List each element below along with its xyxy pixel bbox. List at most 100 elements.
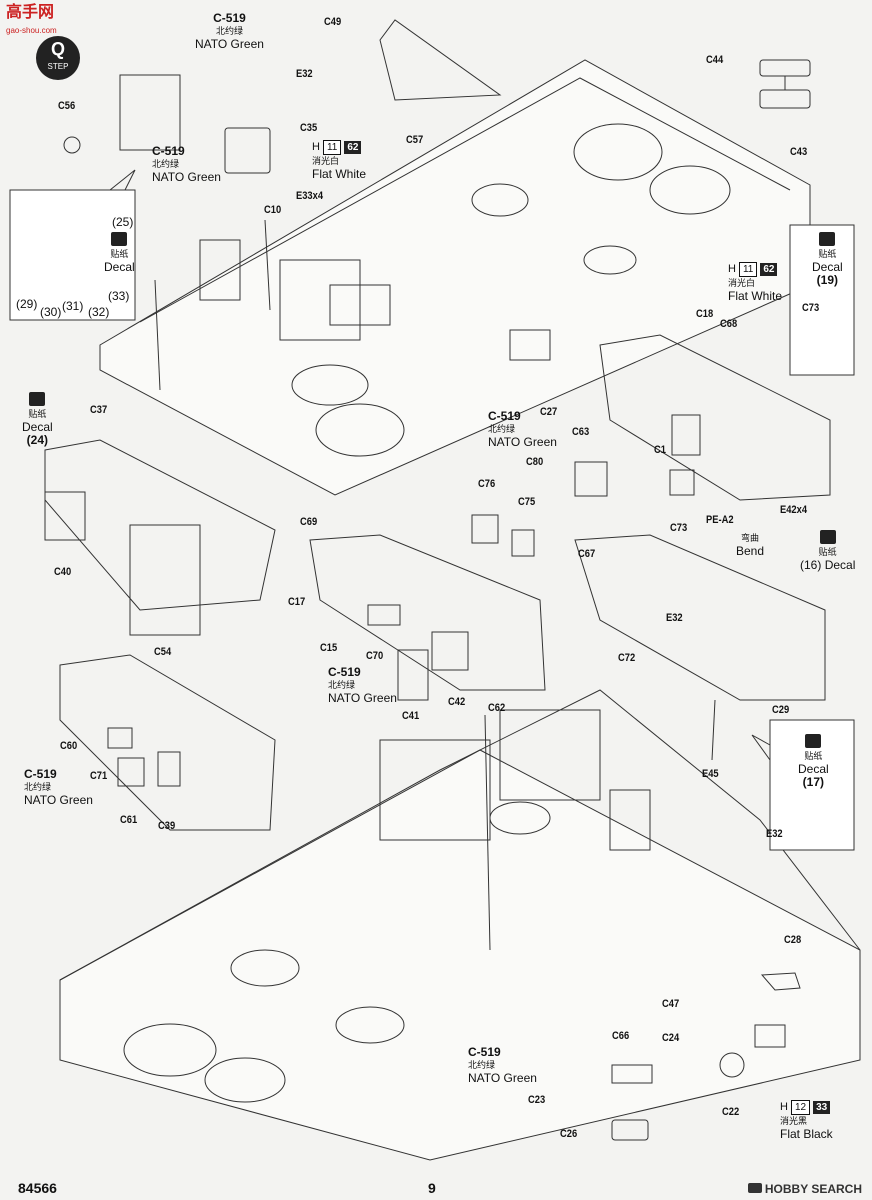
decal-number: (25) [112, 215, 134, 229]
decal-callout-19: 贴纸 Decal (19) [812, 232, 843, 287]
part-label: C44 [706, 54, 724, 66]
part-label: C29 [772, 704, 790, 716]
decal-number: (24) [26, 433, 49, 447]
part-label: C60 [60, 740, 78, 752]
decal-number: (33) [108, 289, 130, 303]
part-label: E32 [766, 828, 783, 840]
paint-prefix: H [780, 1101, 788, 1113]
part-label: C24 [662, 1032, 680, 1044]
color-code: C-519 [24, 767, 57, 781]
decal-cn: 贴纸 [804, 751, 823, 761]
paint-number: 11 [738, 262, 758, 277]
decal-number: (30) [40, 305, 62, 319]
paint-name-cn: 消光黑 [780, 1116, 808, 1126]
part-label: C66 [612, 1030, 630, 1042]
color-name-cn: 北约绿 [468, 1060, 496, 1070]
part-label: C76 [478, 478, 496, 490]
paint-number-alt: 62 [760, 263, 778, 276]
part-label: C17 [288, 596, 306, 608]
part-label: C39 [158, 820, 176, 832]
decal-number: (17) [802, 775, 825, 789]
part-label: C80 [526, 456, 544, 468]
paint-name-en: Flat White [312, 167, 367, 181]
bend-callout: 弯曲 Bend [736, 532, 764, 558]
part-label: C18 [696, 308, 714, 320]
decal-en: Decal [812, 260, 843, 274]
part-label: C69 [300, 516, 318, 528]
color-code: C-519 [468, 1045, 501, 1059]
step-word: STEP [47, 62, 69, 71]
color-name-cn: 北约绿 [488, 424, 516, 434]
decal-cn: 贴纸 [818, 547, 837, 557]
decal-icon [111, 232, 128, 246]
paint-prefix: H [728, 263, 736, 275]
part-label: PE-A2 [706, 514, 734, 526]
decal-cn: 贴纸 [28, 409, 47, 419]
color-name-en: NATO Green [195, 37, 264, 51]
part-label: C57 [406, 134, 424, 146]
part-label: C73 [670, 522, 688, 534]
part-label: C27 [540, 406, 558, 418]
part-label: C43 [790, 146, 808, 158]
part-label: E42x4 [780, 504, 808, 516]
part-label: C70 [366, 650, 384, 662]
color-name-en: NATO Green [328, 691, 397, 705]
paint-name-en: Flat White [728, 289, 783, 303]
page-number: 9 [428, 1180, 436, 1196]
color-name-en: NATO Green [152, 170, 221, 184]
decal-callout-16: 贴纸 (16) Decal [800, 530, 855, 572]
part-label: C41 [402, 710, 420, 722]
decal-en: Decal [798, 762, 829, 776]
paint-number-alt: 62 [344, 141, 362, 154]
part-label: C40 [54, 566, 72, 578]
color-name-cn: 北约绿 [24, 782, 52, 792]
decal-cn: 贴纸 [818, 249, 837, 259]
decal-en: Decal [104, 260, 135, 274]
paint-number: 12 [790, 1100, 811, 1115]
decal-number: (29) [16, 297, 38, 311]
decal-number: (32) [88, 305, 110, 319]
part-label: C1 [654, 444, 666, 456]
part-label: C49 [324, 16, 342, 28]
decal-callout-24: 贴纸 Decal (24) [22, 392, 53, 447]
paint-number-alt: 33 [813, 1101, 831, 1114]
bend-en: Bend [736, 544, 765, 558]
color-code: C-519 [152, 144, 185, 158]
decal-icon [819, 530, 836, 544]
part-label: C15 [320, 642, 338, 654]
bend-cn: 弯曲 [741, 533, 760, 543]
decal-en: Decal [22, 420, 53, 434]
decal-en: Decal [824, 558, 856, 572]
decal-callout-17: 贴纸 Decal (17) [798, 734, 829, 789]
decal-number: (16) [800, 558, 822, 572]
decal-icon [805, 734, 822, 748]
part-label: C71 [90, 770, 108, 782]
paint-name-en: Flat Black [780, 1127, 833, 1141]
paint-number: 11 [322, 140, 342, 155]
color-callout-center: C-519 北约绿 NATO Green [328, 666, 397, 705]
color-callout-lower-left: C-519 北约绿 NATO Green [24, 768, 93, 807]
part-label: C56 [58, 100, 76, 112]
decal-cn: 贴纸 [110, 249, 129, 259]
hobby-search-watermark: HOBBY SEARCH [747, 1182, 862, 1196]
part-label: C37 [90, 404, 108, 416]
paint-name-cn: 消光白 [312, 156, 340, 166]
part-label: C28 [784, 934, 802, 946]
color-name-en: NATO Green [488, 435, 557, 449]
part-label: C22 [722, 1106, 740, 1118]
color-name-cn: 北约绿 [328, 680, 356, 690]
part-label: C47 [662, 998, 680, 1010]
watermark-text: HOBBY SEARCH [764, 1182, 862, 1196]
watermark-icon [747, 1183, 762, 1193]
part-label: C72 [618, 652, 636, 664]
color-callout-mid: C-519 北约绿 NATO Green [488, 410, 557, 449]
decal-number: (31) [62, 299, 84, 313]
color-callout-top: C-519 北约绿 NATO Green [195, 12, 264, 51]
paint-prefix: H [312, 141, 320, 153]
part-label: E32 [296, 68, 313, 80]
part-label: E45 [702, 768, 719, 780]
